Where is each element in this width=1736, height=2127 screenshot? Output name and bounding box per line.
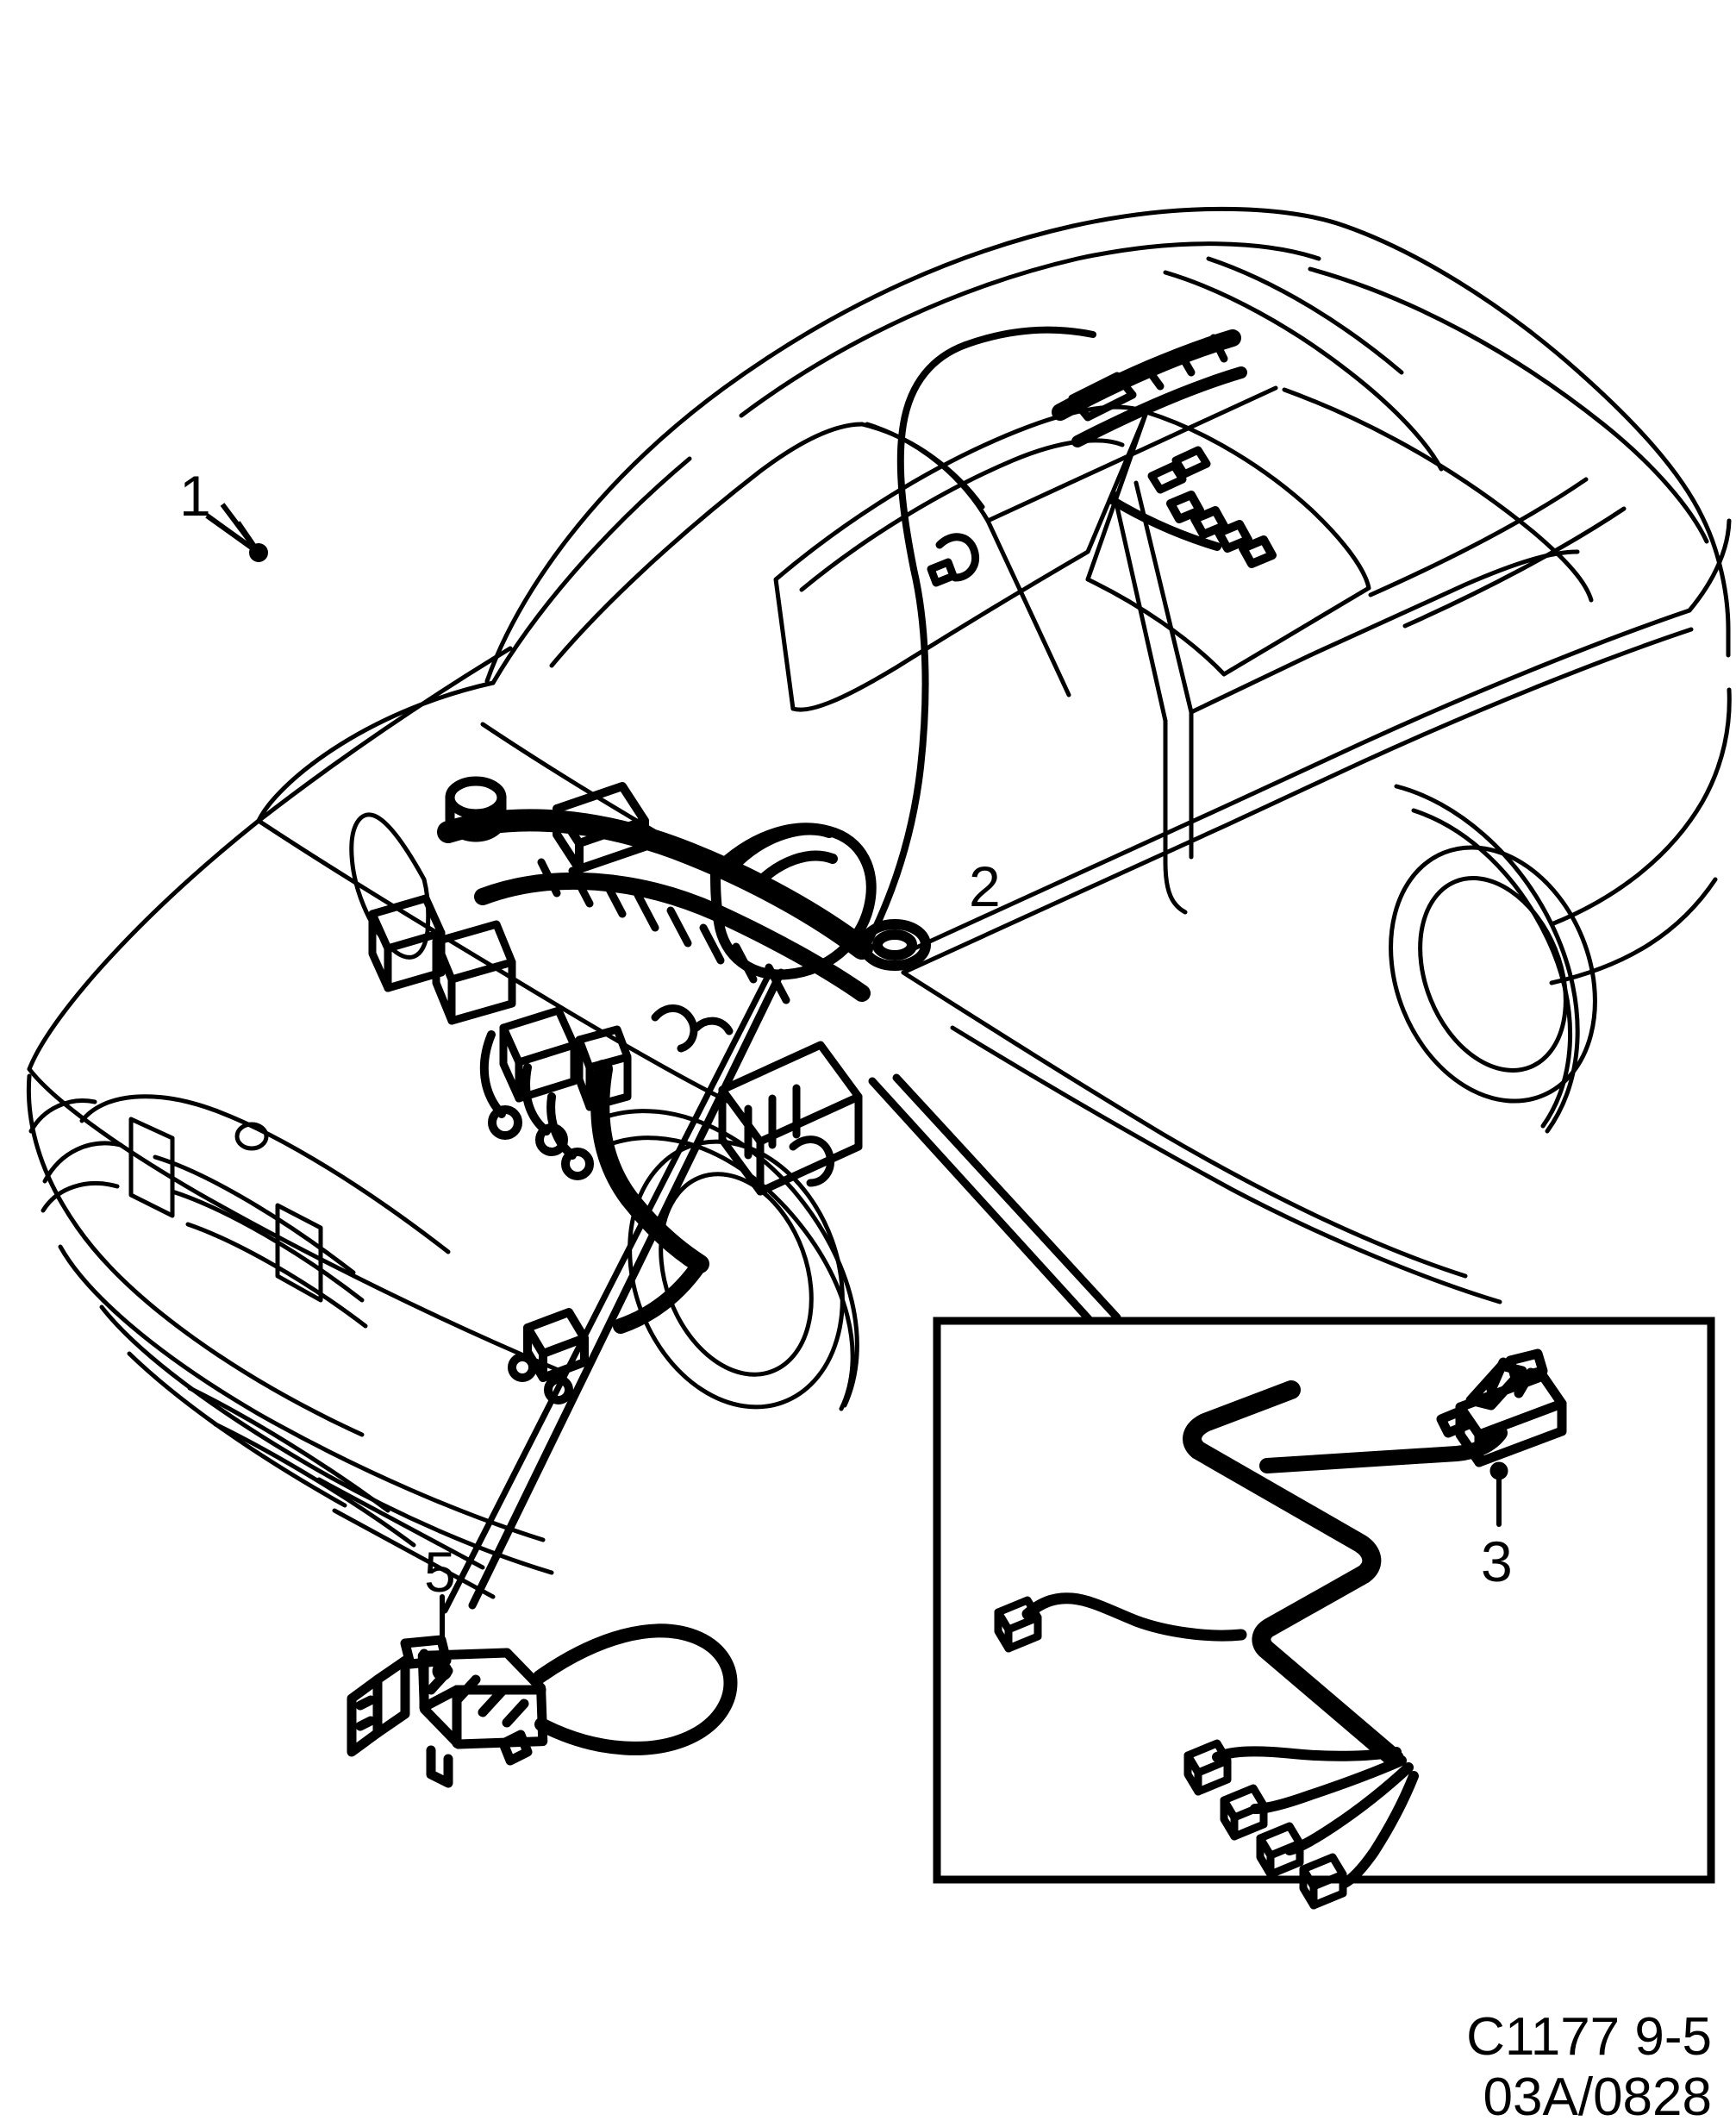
jumper-connector-detail bbox=[347, 1594, 738, 1788]
callout-1-leader bbox=[205, 503, 268, 562]
rear-shelf-connectors bbox=[1052, 329, 1277, 568]
item-5-leader-lines bbox=[441, 968, 785, 1614]
detail-box-leader bbox=[868, 1073, 1121, 1325]
callout-number-5: 5 bbox=[424, 1540, 456, 1604]
callout-number-2: 2 bbox=[969, 854, 1001, 918]
engine-bay-harness bbox=[368, 326, 1096, 1404]
caption-line-2: 03A/0828 bbox=[1483, 2068, 1712, 2127]
caption-line-1: C1177 9-5 bbox=[1466, 2007, 1712, 2067]
callout-number-3: 3 bbox=[1481, 1530, 1513, 1593]
callout-number-1: 1 bbox=[179, 464, 211, 528]
harness-assembly-detail bbox=[994, 1348, 1567, 1910]
